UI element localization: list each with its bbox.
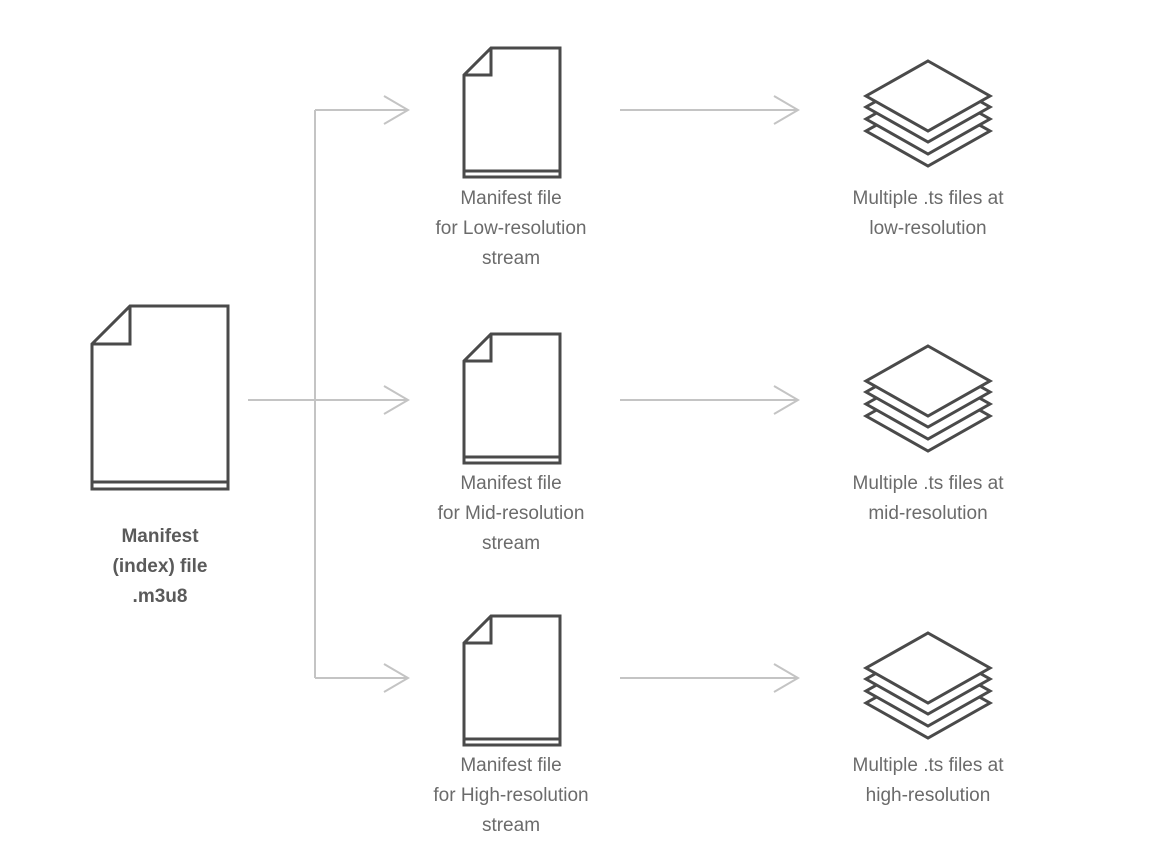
low-segments-label: Multiple .ts files at low-resolution	[853, 184, 1004, 244]
label-line: .m3u8	[132, 586, 188, 607]
label-line: stream	[481, 815, 541, 836]
label-line: Manifest	[121, 526, 199, 547]
connector-mid	[620, 385, 800, 415]
high-segments-label: Multiple .ts files at high-resolution	[853, 751, 1004, 811]
label-line: stream	[481, 248, 541, 269]
low-manifest-label: Manifest file for Low-resolution stream	[435, 184, 586, 274]
arrowhead-low-manifest	[383, 95, 410, 125]
label-line: low-resolution	[869, 218, 987, 239]
mid-manifest-label: Manifest file for Mid-resolution stream	[438, 469, 585, 559]
label-line: Manifest file	[460, 755, 562, 776]
root-connectors	[248, 95, 410, 693]
label-line: (index) file	[112, 556, 208, 577]
label-line: Multiple .ts files at	[852, 755, 1004, 776]
document-icon	[462, 332, 562, 465]
label-line: Multiple .ts files at	[852, 473, 1004, 494]
label-line: stream	[481, 533, 541, 554]
label-line: Multiple .ts files at	[852, 188, 1004, 209]
arrowhead-mid-manifest	[383, 385, 410, 415]
document-icon	[462, 614, 562, 747]
stacked-layers-icon	[862, 344, 994, 453]
segment-connectors	[620, 95, 800, 693]
label-line: mid-resolution	[868, 503, 988, 524]
mid-segments-label: Multiple .ts files at mid-resolution	[853, 469, 1004, 529]
label-line: Manifest file	[460, 188, 562, 209]
stacked-layers-icon	[862, 631, 994, 740]
label-line: Manifest file	[460, 473, 562, 494]
document-icon	[90, 304, 230, 491]
label-line: for High-resolution	[433, 785, 589, 806]
connector-low	[620, 95, 800, 125]
root-manifest-label: Manifest (index) file .m3u8	[112, 522, 207, 612]
label-line: high-resolution	[865, 785, 991, 806]
connector-high	[620, 663, 800, 693]
arrowhead-high-manifest	[383, 663, 410, 693]
high-manifest-label: Manifest file for High-resolution stream	[433, 751, 588, 841]
label-line: for Low-resolution	[435, 218, 587, 239]
label-line: for Mid-resolution	[437, 503, 585, 524]
document-icon	[462, 46, 562, 179]
stacked-layers-icon	[862, 59, 994, 168]
